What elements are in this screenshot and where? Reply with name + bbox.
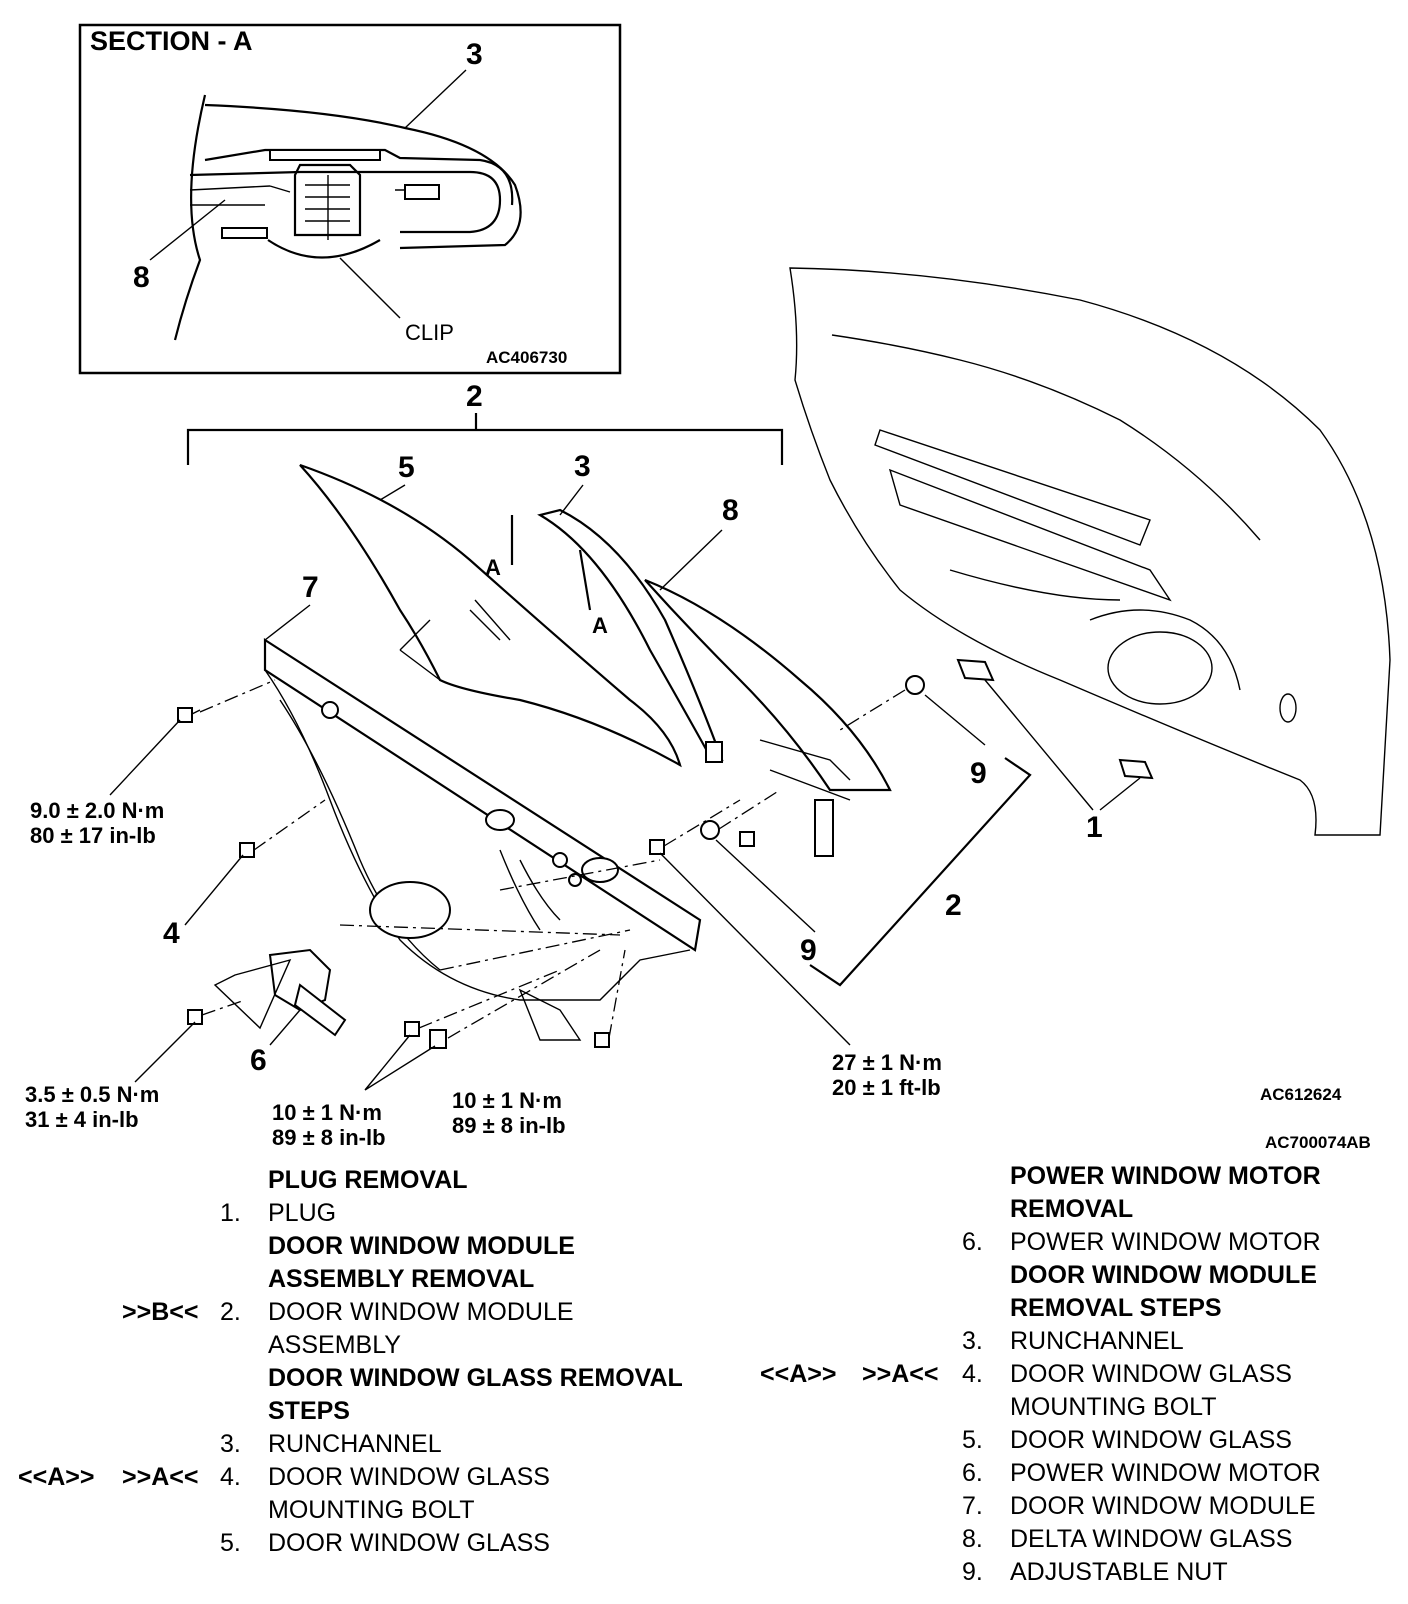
legend-item-num: 5. <box>962 1426 983 1454</box>
callout-1: 1 <box>1086 811 1103 844</box>
legend-heading-plug-removal: PLUG REMOVAL <box>268 1166 468 1194</box>
section-a-code: AC406730 <box>486 348 567 367</box>
legend-item-delta-glass: DELTA WINDOW GLASS <box>1010 1525 1293 1553</box>
legend-item-num: 2. <box>220 1298 241 1326</box>
legend-item-adjustable-nut: ADJUSTABLE NUT <box>1010 1558 1228 1586</box>
legend-item-plug: PLUG <box>268 1199 337 1227</box>
legend-item-mounting-bolt-2: MOUNTING BOLT <box>268 1496 475 1524</box>
callout-7: 7 <box>302 571 319 604</box>
legend-heading-module-removal-2: REMOVAL STEPS <box>1010 1294 1222 1322</box>
callout-9-upper: 9 <box>970 757 987 790</box>
section-a-callout-3: 3 <box>466 38 483 71</box>
legend-note-tag: <<A>> <box>760 1360 837 1388</box>
legend-item-num: 9. <box>962 1558 983 1586</box>
legend-item-num: 3. <box>962 1327 983 1355</box>
code-outer: AC700074AB <box>1265 1133 1371 1152</box>
legend-item-motor: POWER WINDOW MOTOR <box>1010 1459 1321 1487</box>
code-inner: AC612624 <box>1260 1085 1342 1104</box>
legend-heading-motor-removal-2: REMOVAL <box>1010 1195 1134 1223</box>
legend-item-num: 4. <box>962 1360 983 1388</box>
delta-window-glass: 8 <box>644 494 892 857</box>
section-a-clip-label: CLIP <box>405 320 454 345</box>
torque-3-line1: 10 ± 1 N·m <box>272 1100 382 1125</box>
callout-8: 8 <box>722 494 739 527</box>
legend-item-num: 4. <box>220 1463 241 1491</box>
legend-heading-glass-removal: DOOR WINDOW GLASS REMOVAL <box>268 1364 683 1392</box>
power-window-motor: 6 <box>213 948 347 1077</box>
legend-item-num: 1. <box>220 1199 241 1227</box>
legend-item-num: 8. <box>962 1525 983 1553</box>
legend-heading-module-assembly: DOOR WINDOW MODULE <box>268 1232 575 1260</box>
door-panel <box>789 267 1391 836</box>
legend-item-window-glass: DOOR WINDOW GLASS <box>1010 1426 1292 1454</box>
torque-4-line2: 89 ± 8 in-lb <box>452 1113 566 1138</box>
torque-5-line2: 20 ± 1 ft-lb <box>832 1075 941 1100</box>
legend-heading-module-removal: DOOR WINDOW MODULE <box>1010 1261 1317 1289</box>
legend-item-window-glass: DOOR WINDOW GLASS <box>268 1529 550 1557</box>
legend-item-num: 6. <box>962 1459 983 1487</box>
legend-left: PLUG REMOVAL 1. PLUG DOOR WINDOW MODULE A… <box>0 1164 740 1560</box>
section-a-inset: SECTION - A 3 CLIP 8 AC406730 <box>78 23 622 375</box>
legend-item-module-assembly: DOOR WINDOW MODULE <box>268 1298 574 1326</box>
legend-item-motor: POWER WINDOW MOTOR <box>1010 1228 1321 1256</box>
legend-heading-module-assembly-2: ASSEMBLY REMOVAL <box>268 1265 535 1293</box>
legend-item-mounting-bolt: DOOR WINDOW GLASS <box>268 1463 550 1491</box>
legend-item-num: 7. <box>962 1492 983 1520</box>
legend-item-num: 6. <box>962 1228 983 1256</box>
callout-6: 6 <box>250 1044 267 1077</box>
legend-item-num: 3. <box>220 1430 241 1458</box>
callout-3: 3 <box>574 450 591 483</box>
torque-5-line1: 27 ± 1 N·m <box>832 1050 942 1075</box>
torque-1-line2: 80 ± 17 in-lb <box>30 823 156 848</box>
legend-item-module-assembly-2: ASSEMBLY <box>268 1331 401 1359</box>
legend-item-mounting-bolt: DOOR WINDOW GLASS <box>1010 1360 1292 1388</box>
callout-2-right: 2 <box>945 889 962 922</box>
torque-2-line1: 3.5 ± 0.5 N·m <box>25 1082 159 1107</box>
section-a-title: SECTION - A <box>90 26 253 56</box>
legend-heading-motor-removal: POWER WINDOW MOTOR <box>1010 1162 1321 1190</box>
door-window-module: 7 <box>263 571 702 1041</box>
door-window-glass: 5 <box>299 451 682 768</box>
section-a-callout-8: 8 <box>133 261 150 294</box>
legend-note-tag: >>B<< <box>122 1298 199 1326</box>
torque-2-line2: 31 ± 4 in-lb <box>25 1107 139 1132</box>
callout-4: 4 <box>163 917 180 950</box>
callout-2-top: 2 <box>466 380 483 413</box>
legend-note-tag: >>A<< <box>862 1360 939 1388</box>
legend-item-num: 5. <box>220 1529 241 1557</box>
torque-3-line2: 89 ± 8 in-lb <box>272 1125 386 1150</box>
legend-item-module: DOOR WINDOW MODULE <box>1010 1492 1316 1520</box>
callout-5: 5 <box>398 451 415 484</box>
legend-note-tag: <<A>> <box>18 1463 95 1491</box>
section-a-marker-2: A <box>592 613 608 638</box>
legend-heading-glass-removal-2: STEPS <box>268 1397 350 1425</box>
section-a-marker-1: A <box>485 555 501 580</box>
legend-item-runchannel: RUNCHANNEL <box>1010 1327 1184 1355</box>
callout-9-lower: 9 <box>800 934 817 967</box>
torque-4-line1: 10 ± 1 N·m <box>452 1088 562 1113</box>
legend-note-tag: >>A<< <box>122 1463 199 1491</box>
torque-1-line1: 9.0 ± 2.0 N·m <box>30 798 164 823</box>
bolts <box>177 675 925 1049</box>
legend-item-mounting-bolt-2: MOUNTING BOLT <box>1010 1393 1217 1421</box>
legend-right: POWER WINDOW MOTOR REMOVAL 6. POWER WINDO… <box>740 1160 1408 1589</box>
runchannel: 3 A A <box>485 450 724 763</box>
legend-item-runchannel: RUNCHANNEL <box>268 1430 442 1458</box>
exploded-diagram: SECTION - A 3 CLIP 8 AC406730 2 1 <box>25 23 1391 1152</box>
